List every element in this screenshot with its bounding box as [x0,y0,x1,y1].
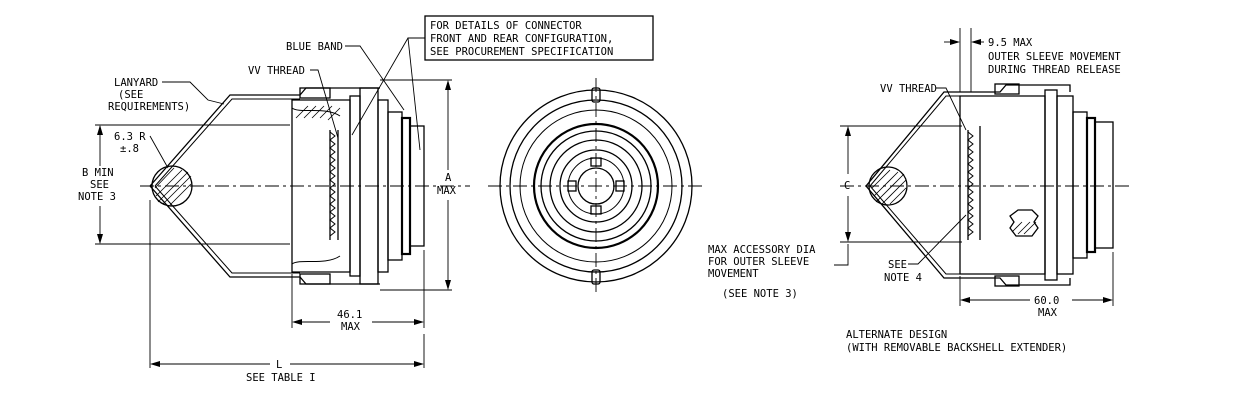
thread-left [329,131,336,237]
see-note4-line-1: SEE [888,259,907,271]
blue-band-ring-front [532,122,660,250]
b-min-label: B MIN [82,167,114,179]
lanyard-ball-right [868,166,908,206]
dim-a-label: A [445,172,452,184]
dim-l-table: SEE TABLE I [246,372,316,384]
max-acc-line-4: (SEE NOTE 3) [722,288,798,300]
vv-thread-left-label: VV THREAD [248,65,305,77]
see-note4-line-2: NOTE 4 [884,272,922,284]
flange-2-right [1056,95,1074,275]
max-acc-line-2: FOR OUTER SLEEVE [708,256,809,268]
dim-95-label: 9.5 MAX [988,37,1033,49]
b-min-see: SEE [90,179,109,191]
alt-design-line-2: (WITH REMOVABLE BACKSHELL EXTENDER) [846,342,1067,354]
alt-design-line-1: ALTERNATE DESIGN [846,329,947,341]
b-min-note: NOTE 3 [78,191,116,203]
dim-c-label: C [844,180,850,192]
keyway-bottom [591,269,601,285]
backshell-extender [1009,209,1039,237]
outer-sleeve-line-1: OUTER SLEEVE MOVEMENT [988,51,1121,63]
lanyard-wire-upper-left [149,87,380,187]
dim-a-max-label: MAX [437,185,457,197]
blue-band-right [1085,116,1097,254]
insert-front [577,167,615,205]
lanyard-wire-upper-right [865,84,1071,187]
details-line-1: FOR DETAILS OF CONNECTOR [430,20,582,32]
body-right [959,95,1046,275]
lanyard-see: (SEE [118,89,143,101]
coupling-sleeve-right [994,83,1020,95]
dim-l-label: L [276,359,282,371]
thread-right [967,131,974,237]
flange-1-right [1044,89,1058,281]
lanyard-wire-lower-right [865,185,1071,286]
radius-tol: ±.8 [120,143,139,155]
lanyard-label: LANYARD [114,77,158,89]
side-view-right: 9.5 MAX OUTER SLEEVE MOVEMENT DURING THR… [708,28,1130,354]
coupling-sleeve-left [299,87,331,99]
section-hatch-left [295,105,341,121]
lanyard-ball-left [151,165,193,207]
lanyard-wire-lower-left [149,185,380,285]
dim-46-max: MAX [341,321,361,333]
blue-band-label: BLUE BAND [286,41,343,53]
max-acc-line-3: MOVEMENT [708,268,759,280]
radius-label: 6.3 R [114,131,146,143]
dim-46-value: 46.1 [337,309,362,321]
dim-60-max: MAX [1038,307,1058,319]
side-view-left: A MAX B MIN SEE NOTE 3 6.3 R ±.8 LANYARD… [78,15,654,384]
keyway-top [591,87,601,103]
details-line-3: SEE PROCUREMENT SPECIFICATION [430,46,613,58]
max-acc-line-1: MAX ACCESSORY DIA [708,244,816,256]
details-line-2: FRONT AND REAR CONFIGURATION, [430,33,613,45]
outer-sleeve-line-2: DURING THREAD RELEASE [988,64,1121,76]
lanyard-req: REQUIREMENTS) [108,101,190,113]
outer-ring-front [499,89,693,283]
dim-60-value: 60.0 [1034,295,1059,307]
front-view-center [488,78,705,295]
vv-thread-right-label: VV THREAD [880,83,937,95]
